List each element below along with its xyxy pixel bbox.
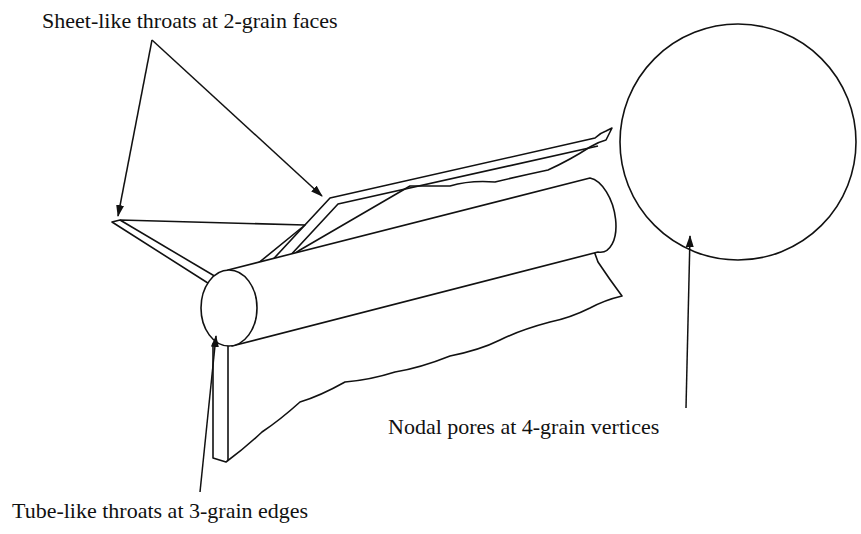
- tube-throat-end: [201, 270, 257, 346]
- callout-label: Tube-like throats at 3-grain edges: [12, 498, 308, 523]
- sheet-throat-edge: [227, 344, 229, 460]
- tube-throat: [228, 178, 616, 346]
- callout-label: Sheet-like throats at 2-grain faces: [42, 8, 338, 33]
- leader-line: [200, 336, 216, 492]
- sheet-throat-edge: [120, 220, 228, 284]
- nodal-pore: [620, 24, 856, 260]
- leader-line: [118, 40, 152, 216]
- leader-line: [152, 40, 322, 196]
- callout-label: Nodal pores at 4-grain vertices: [388, 414, 659, 439]
- leader-line: [686, 236, 690, 408]
